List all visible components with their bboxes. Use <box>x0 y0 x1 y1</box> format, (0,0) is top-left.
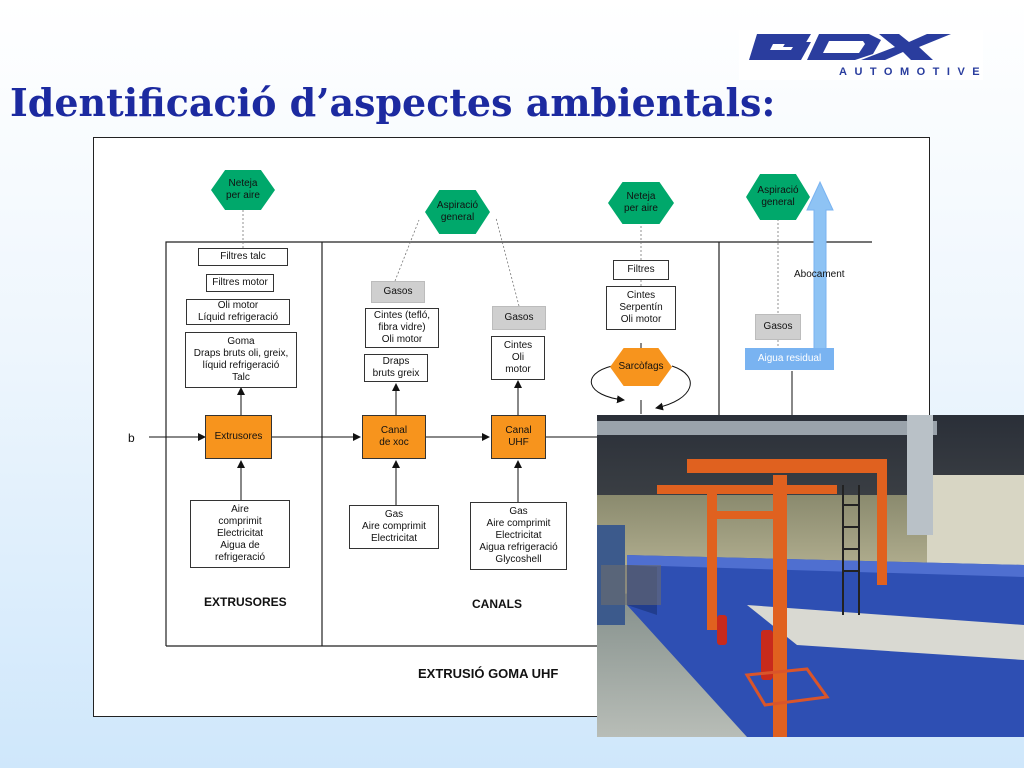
gas-canal-xoc: Gasos <box>371 281 425 303</box>
page-title: Identificació d’aspectes ambientals: <box>10 80 776 125</box>
abocament-arrow <box>806 180 834 363</box>
aigua-residual: Aigua residual <box>745 348 834 370</box>
hex-neteja-aire-1: Neteja per aire <box>211 170 275 210</box>
output-cintes-serpentin: Cintes Serpentín Oli motor <box>606 286 676 330</box>
factory-photo-graphic <box>597 415 1024 737</box>
process-sarcofags: Sarcòfags <box>610 348 672 386</box>
factory-photo <box>597 415 1024 737</box>
process-canal-xoc: Canal de xoc <box>362 415 426 459</box>
hex-aspiracio-general-1: Aspiració general <box>425 190 490 234</box>
output-oli-motor: Oli motor Líquid refrigeració <box>186 299 290 325</box>
logo-subtitle: AUTOMOTIVE <box>839 66 983 78</box>
logo-graphic: AUTOMOTIVE <box>739 30 983 80</box>
process-canal-uhf: Canal UHF <box>491 415 546 459</box>
label-abocament: Abocament <box>794 269 845 280</box>
gdx-logo: AUTOMOTIVE <box>739 30 983 80</box>
hex-aspiracio-general-2: Aspiració general <box>746 174 810 220</box>
process-extrusores: Extrusores <box>205 415 272 459</box>
output-filtres: Filtres <box>613 260 669 280</box>
gas-canal-uhf: Gasos <box>492 306 546 330</box>
input-extrusores: Aire comprimit Electricitat Aigua de ref… <box>190 500 290 568</box>
output-cintes-teflo: Cintes (tefló, fibra vidre) Oli motor <box>365 308 439 348</box>
output-goma: Goma Draps bruts oli, greix, líquid refr… <box>185 332 297 388</box>
input-label-b: b <box>128 431 135 445</box>
gas-aigua: Gasos <box>755 314 801 340</box>
input-canal-xoc: Gas Aire comprimit Electricitat <box>349 505 439 549</box>
input-canal-uhf: Gas Aire comprimit Electricitat Aigua re… <box>470 502 567 570</box>
output-cintes-oli: Cintes Oli motor <box>491 336 545 380</box>
hex-neteja-aire-2: Neteja per aire <box>608 182 674 224</box>
output-filtres-talc: Filtres talc <box>198 248 288 266</box>
diagram-connectors <box>149 180 872 647</box>
output-draps-bruts-greix: Draps bruts greix <box>364 354 428 382</box>
section-extrusores: EXTRUSORES <box>204 595 287 609</box>
section-canals: CANALS <box>472 597 522 611</box>
footer-title: EXTRUSIÓ GOMA UHF <box>418 666 559 681</box>
output-filtres-motor: Filtres motor <box>206 274 274 292</box>
